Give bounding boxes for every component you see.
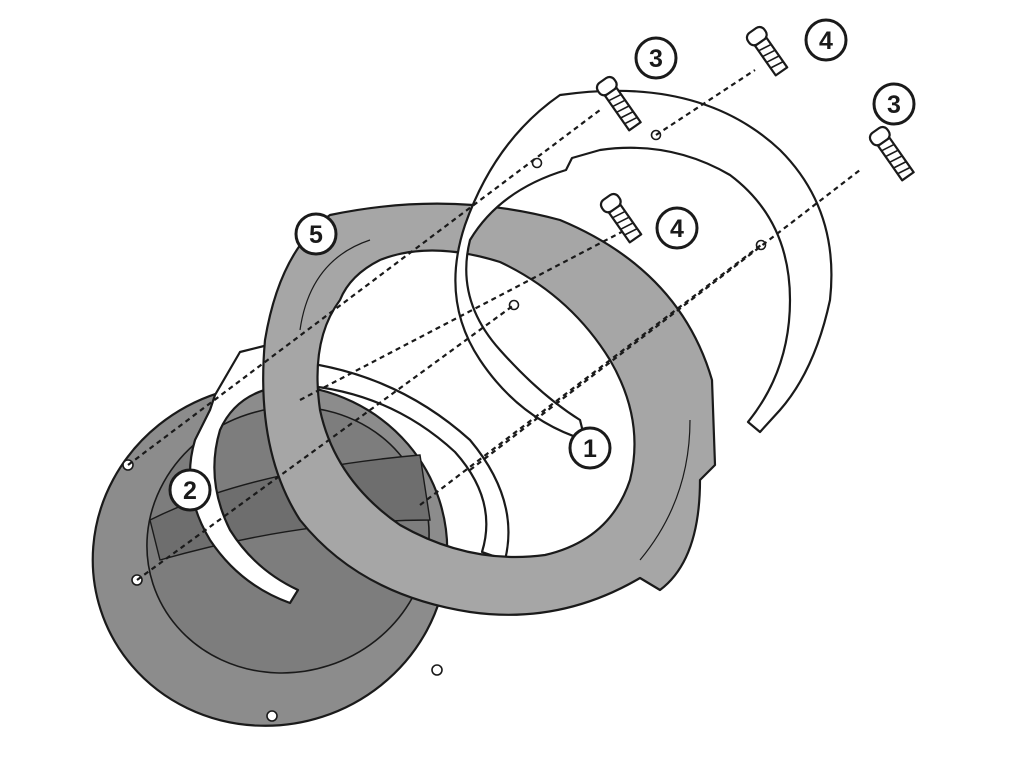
callout-2: 2 [168, 468, 212, 512]
callout-4a: 4 [804, 18, 848, 62]
screw-icon [599, 192, 643, 244]
screw-4b [599, 192, 643, 244]
callout-4b: 4 [655, 206, 699, 250]
screw-3a [595, 75, 642, 132]
callout-5: 5 [294, 212, 338, 256]
screw-3b [868, 125, 915, 182]
callout-3a: 3 [634, 36, 678, 80]
svg-text:4: 4 [819, 27, 833, 55]
svg-text:5: 5 [309, 221, 323, 249]
svg-text:3: 3 [649, 45, 663, 73]
screw-icon [745, 25, 789, 77]
part-5-mounting-ring [262, 202, 717, 616]
svg-text:2: 2 [183, 477, 197, 505]
svg-text:1: 1 [583, 435, 597, 463]
base-plate [91, 383, 449, 727]
svg-text:3: 3 [887, 91, 901, 119]
callout-1: 1 [568, 426, 612, 470]
screw-icon [868, 125, 915, 182]
screw-icon [595, 75, 642, 132]
svg-text:4: 4 [670, 215, 684, 243]
screw-4a [745, 25, 789, 77]
callout-3b: 3 [872, 82, 916, 126]
assembly-guide-lines [127, 69, 861, 581]
